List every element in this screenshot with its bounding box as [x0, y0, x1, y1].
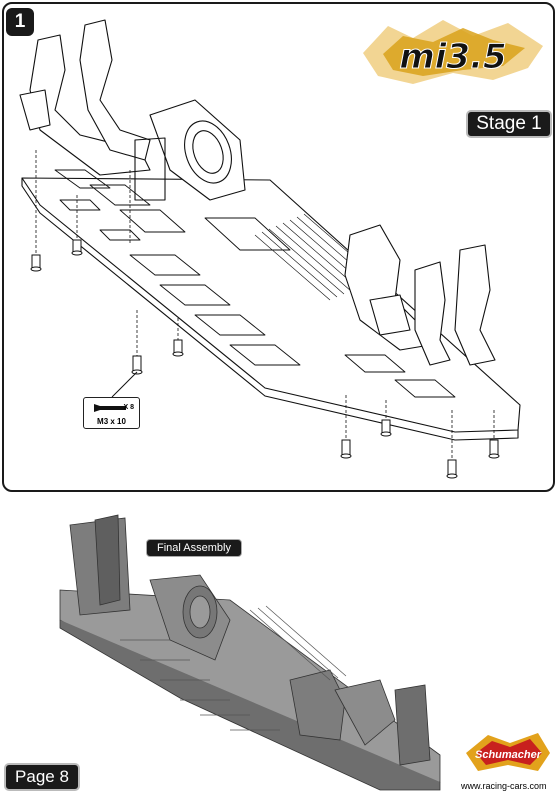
- page-number-label: Page 8: [4, 763, 80, 791]
- brand-name: Schumacher: [475, 749, 542, 761]
- screw-size: M3 x 10: [97, 417, 126, 426]
- screw-callout: X 8 M3 x 10: [83, 397, 140, 429]
- stage-label: Stage 1: [466, 110, 552, 138]
- product-logo: mi3.5: [363, 20, 543, 84]
- countersunk-screw-icon: [94, 404, 126, 412]
- final-assembly-render: [59, 514, 441, 791]
- stage-1-frame: [2, 2, 555, 492]
- screw-quantity: X 8: [123, 404, 134, 411]
- final-assembly-label: Final Assembly: [146, 539, 242, 557]
- logo-text: mi3.5: [399, 37, 506, 77]
- website-url[interactable]: www.racing-cars.com: [461, 781, 547, 791]
- schumacher-logo: Schumacher: [466, 733, 550, 771]
- step-number-badge: 1: [6, 8, 34, 36]
